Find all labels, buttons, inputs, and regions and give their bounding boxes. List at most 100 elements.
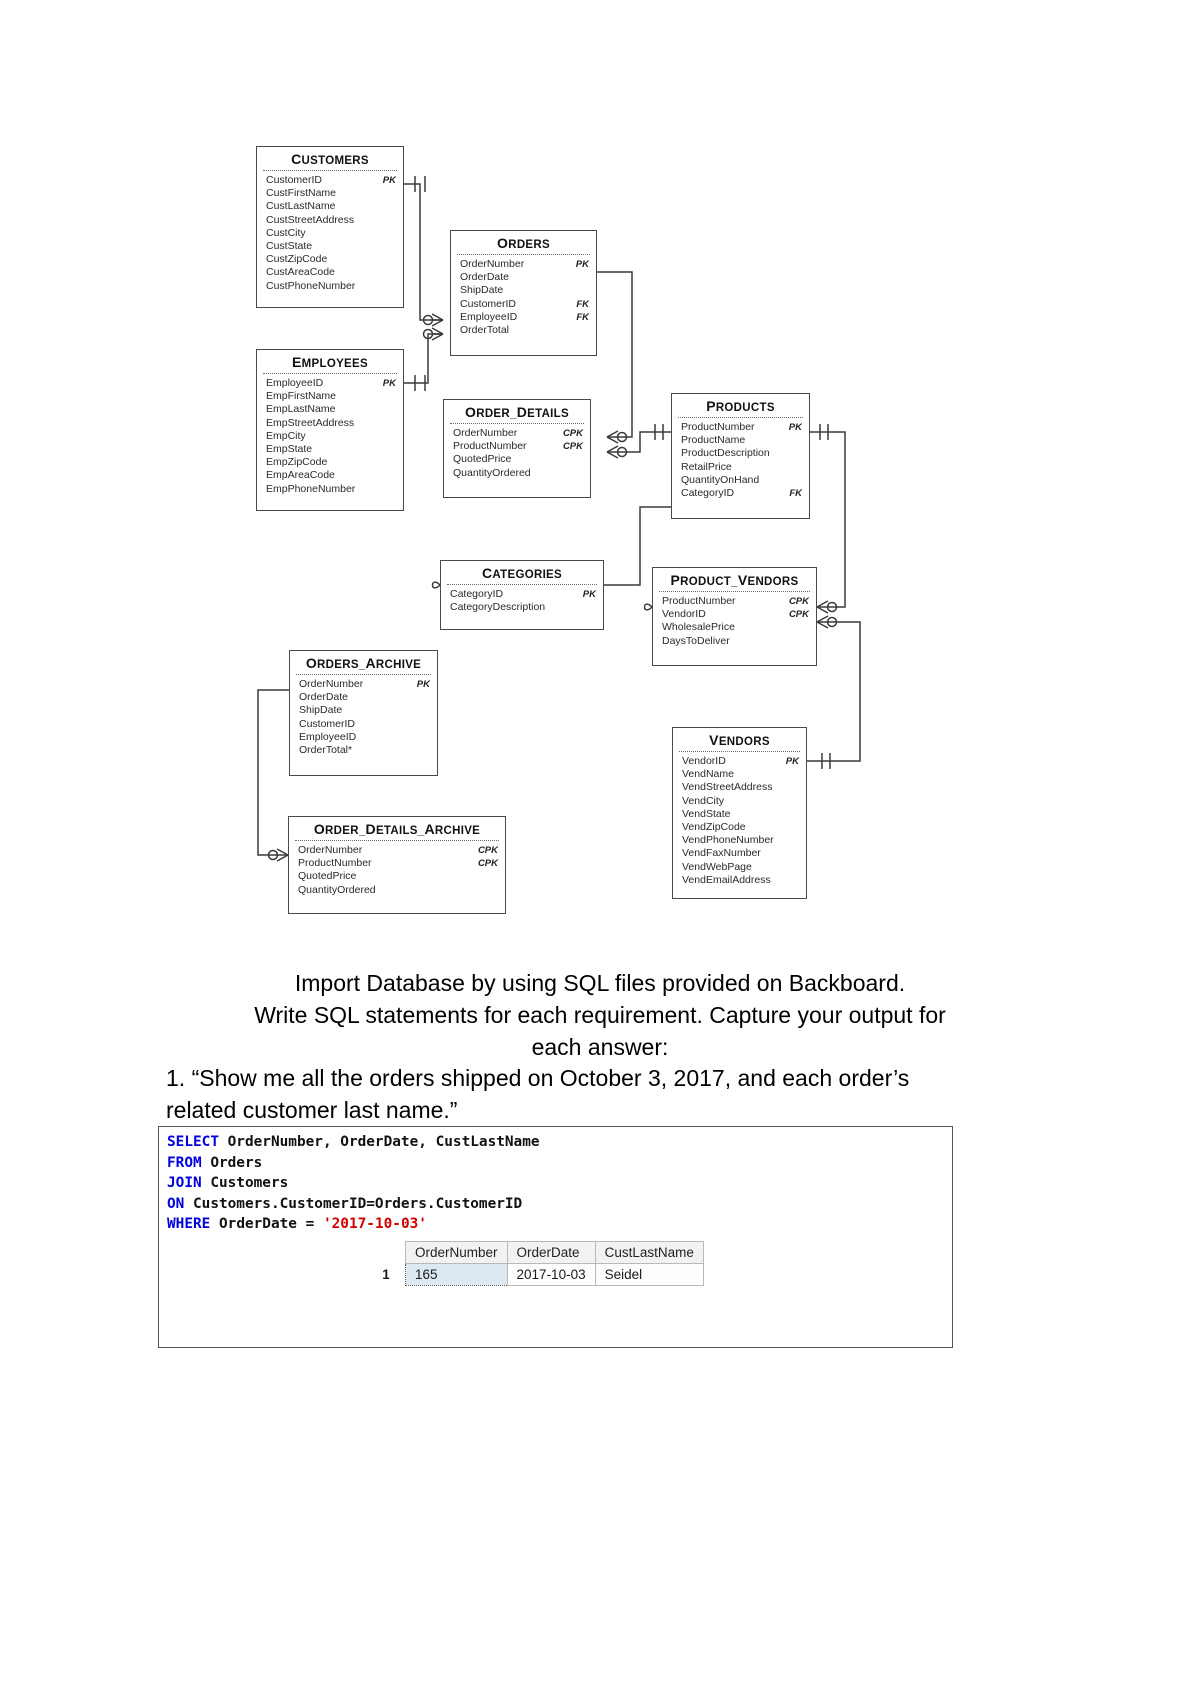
attribute-name: EmployeeID	[266, 377, 324, 389]
entity-divider	[457, 254, 590, 255]
result-cell-orderdate[interactable]: 2017-10-03	[506, 1262, 596, 1286]
attribute-row: OrderTotal*	[299, 744, 430, 757]
attribute-row: CustomerID PK	[266, 174, 396, 187]
entity-divider	[263, 373, 397, 374]
attribute-row: CustFirstName	[266, 187, 396, 200]
attribute-name: OrderNumber	[299, 678, 364, 690]
attribute-key: FK	[576, 311, 589, 323]
attribute-row: VendStreetAddress	[682, 781, 799, 794]
attribute-name: ProductDescription	[681, 447, 770, 460]
attribute-row: QuantityOrdered	[453, 467, 583, 480]
result-column-header[interactable]: OrderNumber	[405, 1240, 508, 1264]
attribute-key: CPK	[562, 428, 583, 439]
result-column-header[interactable]: CustLastName	[594, 1240, 704, 1264]
attribute-name: VendWebPage	[682, 860, 752, 873]
instruction-line-2: Write SQL statements for each requiremen…	[150, 999, 1050, 1031]
attribute-key: PK	[575, 259, 589, 270]
attribute-name: CustomerID	[460, 297, 517, 310]
attribute-name: ProductNumber	[662, 595, 736, 607]
attribute-row: CustPhoneNumber	[266, 280, 396, 293]
instruction-text-2: Write SQL statements for each requiremen…	[254, 1002, 946, 1028]
attribute-name: CustCity	[266, 226, 306, 239]
question-text-2: related customer last name.”	[166, 1097, 458, 1123]
sql-code-block[interactable]: SELECT OrderNumber, OrderDate, CustLastN…	[167, 1134, 540, 1233]
attribute-key: CPK	[562, 441, 583, 453]
result-cell-custlastname[interactable]: Seidel	[594, 1262, 704, 1286]
attribute-name: EmpLastName	[266, 403, 336, 416]
attribute-name: QuantityOrdered	[453, 466, 531, 479]
attribute-row: QuantityOnHand	[681, 474, 802, 487]
attribute-name: EmpState	[266, 443, 313, 456]
attribute-row: RetailPrice	[681, 461, 802, 474]
result-column-header[interactable]: OrderDate	[506, 1240, 596, 1264]
attribute-row: EmployeeID	[299, 731, 430, 744]
entity-title-orders_archive: ORDERS_ARCHIVE	[305, 655, 422, 671]
attribute-row: EmpAreaCode	[266, 469, 396, 482]
attribute-name: CustAreaCode	[266, 266, 335, 279]
attribute-row: QuotedPrice	[298, 870, 498, 883]
attribute-row: CustAreaCode	[266, 266, 396, 279]
result-cell-ordernumber[interactable]: 165	[405, 1262, 508, 1286]
attribute-key: PK	[416, 679, 430, 690]
attribute-key: PK	[788, 422, 802, 433]
attribute-key: FK	[789, 488, 802, 500]
attribute-key: CPK	[788, 609, 809, 621]
attribute-row: ProductDescription	[681, 447, 802, 460]
entity-divider	[678, 417, 803, 418]
attribute-row: DaysToDeliver	[662, 635, 809, 648]
attribute-key: PK	[785, 756, 799, 767]
attribute-name: ShipDate	[460, 284, 504, 297]
instruction-line-3: each answer:	[150, 1031, 1050, 1063]
instruction-text-1: Import Database by using SQL files provi…	[294, 970, 906, 996]
question-line-1: 1. “Show me all the orders shipped on Oc…	[166, 1062, 1056, 1094]
attribute-key: FK	[576, 298, 589, 310]
entity-divider	[659, 591, 810, 592]
instruction-line-1: Import Database by using SQL files provi…	[150, 967, 1050, 999]
attribute-name: CustLastName	[266, 200, 336, 213]
entity-title-products: PRODUCTS	[706, 398, 775, 414]
sql-answer-box: SELECT OrderNumber, OrderDate, CustLastN…	[158, 1126, 953, 1348]
attribute-name: RetailPrice	[681, 460, 732, 473]
attribute-row: OrderDate	[299, 691, 430, 704]
entity-title-order_details_archive: ORDER_DETAILS_ARCHIVE	[313, 821, 481, 837]
attribute-row: VendFaxNumber	[682, 847, 799, 860]
er-relationship-lines	[257, 176, 861, 862]
attribute-row: VendState	[682, 808, 799, 821]
attribute-name: ProductName	[681, 434, 746, 447]
attribute-name: CustomerID	[266, 174, 323, 186]
attribute-row: VendCity	[682, 795, 799, 808]
attribute-name: EmployeeID	[299, 730, 357, 743]
attribute-row: ShipDate	[460, 284, 589, 297]
attribute-name: EmpAreaCode	[266, 469, 335, 482]
attribute-name: WholesalePrice	[662, 621, 735, 634]
attribute-row: ProductName	[681, 434, 802, 447]
attribute-key: PK	[382, 175, 396, 186]
attribute-name: VendorID	[662, 608, 706, 621]
attribute-name: ShipDate	[299, 704, 343, 717]
attribute-name: VendPhoneNumber	[682, 834, 774, 847]
attribute-row: VendorID CPK	[662, 608, 809, 621]
result-row-number: 1	[382, 1266, 390, 1282]
